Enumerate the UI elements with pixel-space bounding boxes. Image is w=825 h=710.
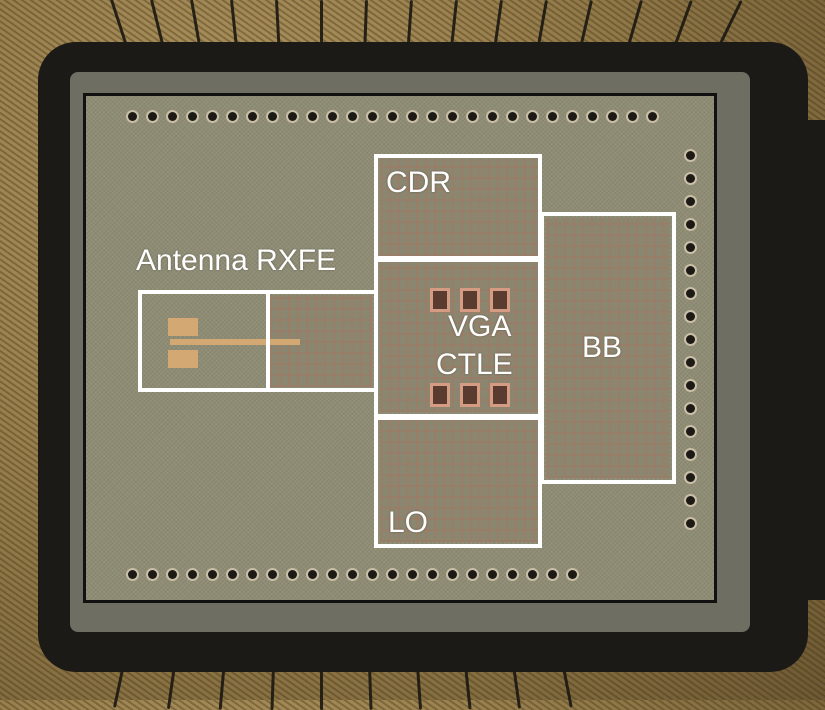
vga-label: VGA <box>448 310 512 343</box>
bb-box <box>540 212 676 484</box>
pad-row-bottom <box>128 570 577 579</box>
antenna-feedline <box>170 339 300 345</box>
cdr-circuitry <box>380 158 538 256</box>
cdr-label: CDR <box>386 166 451 199</box>
antenna-element-top <box>168 318 198 336</box>
lo-circuitry <box>380 418 538 542</box>
capacitor <box>490 383 510 407</box>
capacitor <box>460 288 480 312</box>
rxfe-box <box>266 290 378 392</box>
cdr-box <box>374 154 542 262</box>
bb-circuitry <box>546 218 670 478</box>
pad-row-top <box>128 112 657 121</box>
lo-label: LO <box>388 506 429 539</box>
ctle-label: CTLE <box>436 348 513 381</box>
bb-label: BB <box>582 331 623 364</box>
pad-col-right <box>686 151 695 528</box>
capacitor <box>430 288 450 312</box>
capacitor <box>460 383 480 407</box>
antenna-rxfe-label: Antenna RXFE <box>136 244 337 277</box>
antenna-box <box>138 290 270 392</box>
package-frame-right <box>760 120 825 600</box>
antenna-element-bottom <box>168 350 198 368</box>
vga-ctle-circuitry <box>380 262 538 412</box>
capacitor <box>490 288 510 312</box>
capacitor <box>430 383 450 407</box>
